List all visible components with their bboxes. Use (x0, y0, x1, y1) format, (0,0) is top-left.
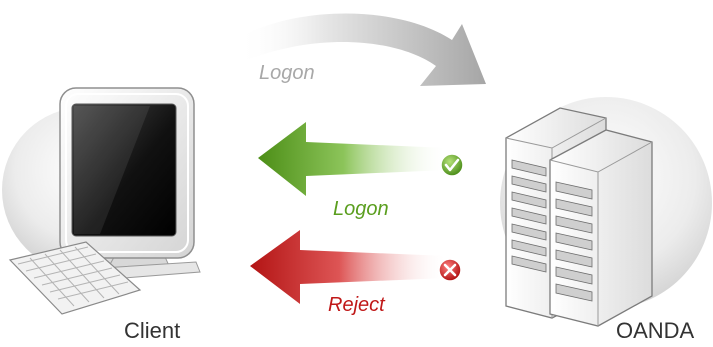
client-label: Client (124, 318, 181, 343)
logon-request-label: Logon (259, 62, 315, 84)
server-rack-icon (505, 107, 653, 327)
logon-accept-label: Logon (333, 198, 389, 220)
logon-request-arrow (238, 13, 486, 87)
logon-reject-arrow (250, 230, 448, 304)
checkmark-icon (440, 153, 464, 177)
desktop-computer-icon (8, 87, 201, 315)
logon-reject-label: Reject (328, 294, 385, 316)
x-icon (438, 258, 462, 282)
logon-accept-arrow (258, 122, 448, 196)
server-label: OANDA (616, 318, 695, 343)
